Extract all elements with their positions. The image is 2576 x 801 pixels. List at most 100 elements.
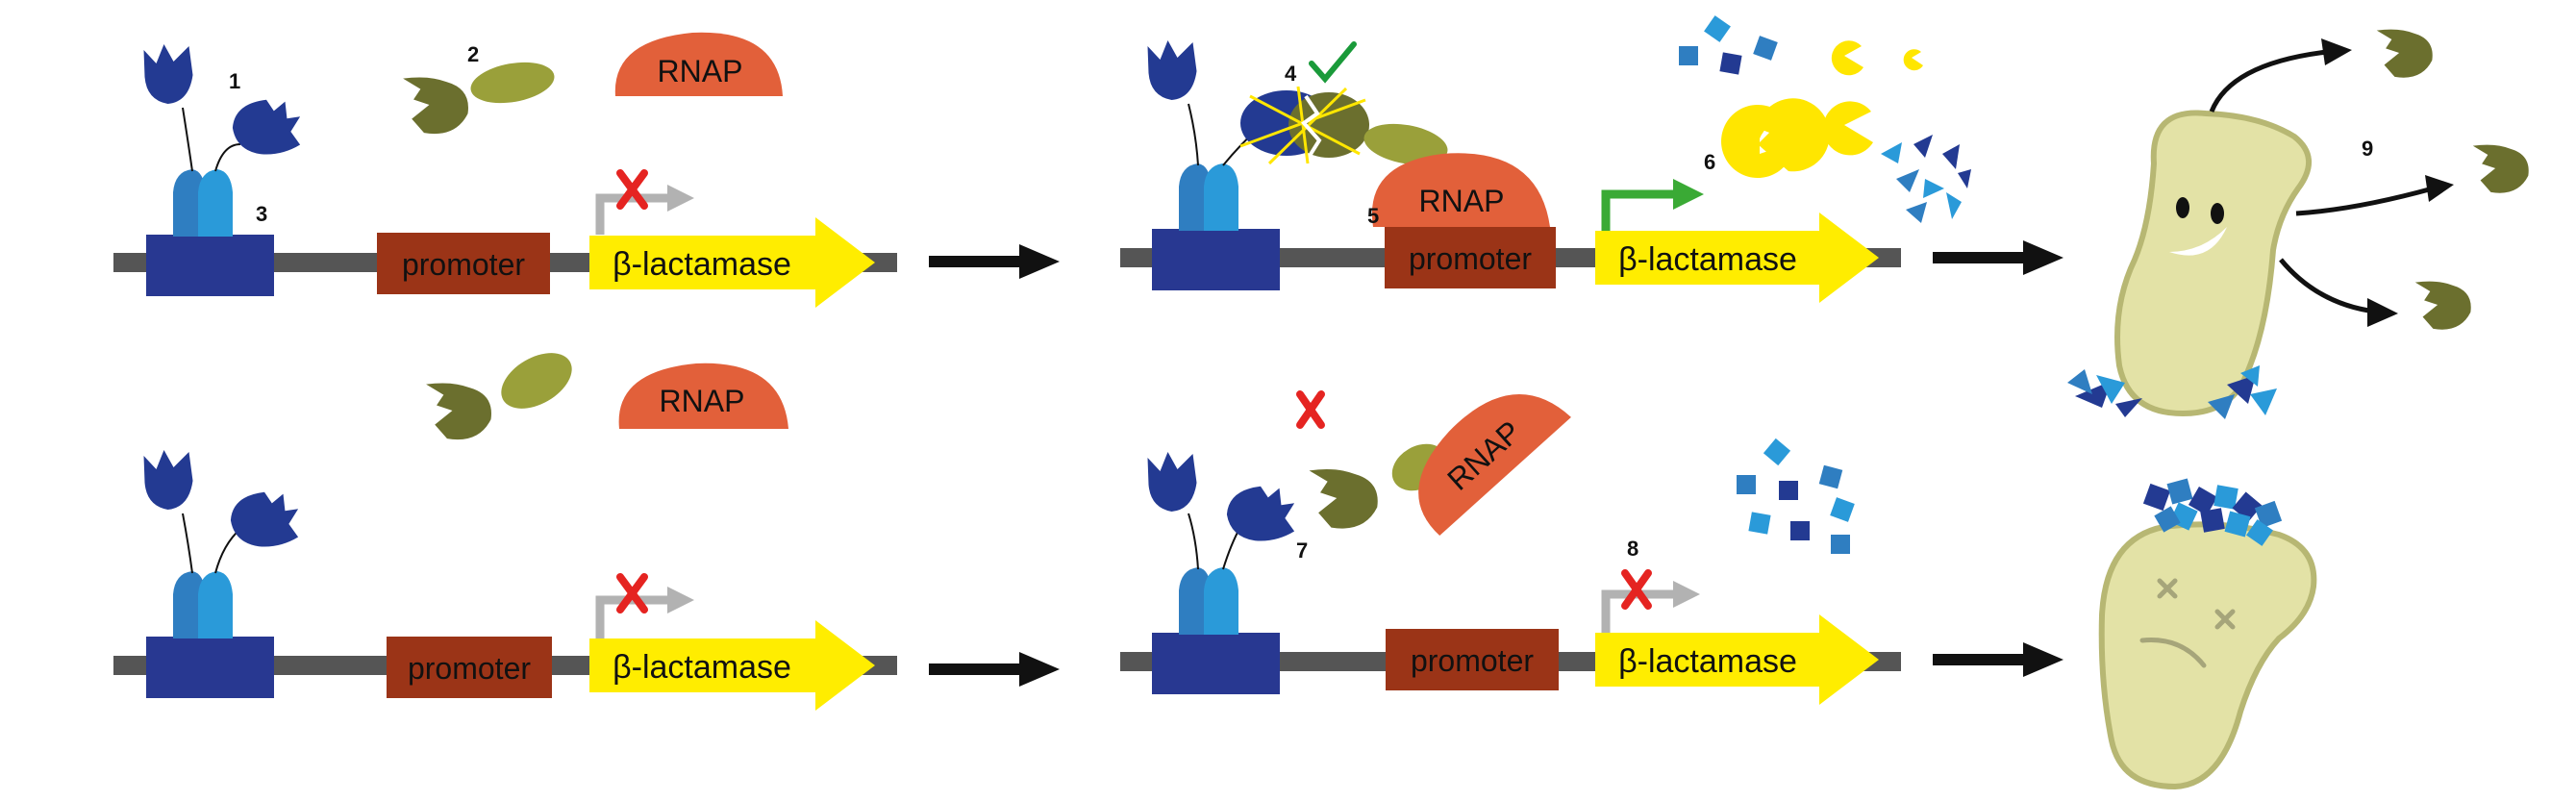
tether-line bbox=[1188, 513, 1199, 570]
tether-line bbox=[214, 143, 241, 172]
ligand-oval bbox=[501, 353, 572, 409]
arrowhead bbox=[2425, 175, 2454, 202]
operator-box bbox=[146, 235, 274, 296]
transcription-arrowhead bbox=[667, 587, 694, 613]
rnap-shape bbox=[614, 32, 783, 96]
label-1: 1 bbox=[229, 69, 240, 93]
degraded-fragments bbox=[2067, 365, 2277, 419]
label-6: 6 bbox=[1704, 150, 1715, 174]
receptor-tulip-icon bbox=[143, 44, 193, 104]
pacman-enzyme bbox=[1823, 101, 1873, 156]
operator-box bbox=[1152, 229, 1280, 290]
receptor-notched-icon bbox=[232, 99, 301, 155]
receptor-dimer-right bbox=[1204, 163, 1238, 231]
receptor-dimer-right bbox=[1204, 567, 1238, 635]
rnap-shape bbox=[1418, 394, 1571, 536]
check-icon bbox=[1309, 41, 1357, 84]
gene-arrow bbox=[1595, 614, 1879, 705]
promoter-box bbox=[1386, 629, 1559, 690]
promoter-label: promoter bbox=[402, 247, 525, 282]
flow-arrow-icon bbox=[1933, 240, 2063, 275]
label-9: 9 bbox=[2362, 137, 2373, 161]
gene-arrow bbox=[1595, 213, 1879, 303]
transcription-arrow-inactive bbox=[595, 595, 671, 638]
transcription-arrowhead bbox=[1673, 179, 1704, 210]
receptor-tulip-icon bbox=[1147, 40, 1197, 100]
cross-icon bbox=[1621, 569, 1652, 610]
panel-bottom-right bbox=[2098, 478, 2317, 790]
transcription-arrowhead bbox=[667, 185, 694, 212]
rnap-label: RNAP bbox=[1419, 184, 1505, 218]
ligand-head-icon bbox=[426, 383, 491, 440]
transcription-arrow-inactive bbox=[595, 193, 671, 235]
cross-icon bbox=[616, 573, 648, 613]
transcription-arrow-active bbox=[1601, 189, 1677, 231]
promoter-box bbox=[387, 637, 552, 698]
exported-ligand-icon bbox=[2414, 281, 2471, 330]
transcription-arrowhead bbox=[1673, 581, 1700, 608]
label-8: 8 bbox=[1627, 537, 1638, 561]
promoter-label: promoter bbox=[408, 651, 531, 686]
receptor-dimer-left bbox=[1179, 567, 1212, 635]
gene-label: β-lactamase bbox=[1618, 241, 1797, 278]
antibiotic-squares bbox=[1679, 15, 1778, 75]
pacman-enzyme bbox=[1903, 49, 1923, 71]
gene-arrow bbox=[589, 217, 875, 308]
gene-label: β-lactamase bbox=[613, 246, 791, 283]
gene-label: β-lactamase bbox=[1618, 643, 1797, 680]
receptor-dimer-left bbox=[1179, 163, 1212, 231]
exported-ligand-icon bbox=[2472, 144, 2529, 193]
pacman-enzyme bbox=[1756, 98, 1830, 172]
receptor-dimer-left bbox=[173, 571, 206, 638]
flow-arrow-icon bbox=[929, 652, 1060, 687]
ligand-head-icon bbox=[403, 77, 468, 135]
label-2: 2 bbox=[467, 42, 479, 66]
receptor-tulip-icon bbox=[1147, 452, 1197, 512]
tether-line bbox=[1188, 103, 1199, 166]
arrowhead bbox=[2367, 298, 2398, 327]
degraded-fragments bbox=[1881, 135, 1971, 223]
promoter-box bbox=[377, 233, 550, 294]
receptor-dimer-right bbox=[198, 169, 233, 237]
gene-arrow bbox=[589, 620, 875, 711]
binding-interface bbox=[1301, 94, 1322, 158]
antibiotic-squares bbox=[2142, 478, 2283, 546]
flow-arrow-icon bbox=[1933, 642, 2063, 677]
dead-cell bbox=[2098, 521, 2317, 790]
ligand-oval bbox=[470, 62, 555, 104]
receptor-notched-icon bbox=[230, 491, 299, 547]
tether-line bbox=[182, 513, 193, 574]
cell-face bbox=[2169, 197, 2227, 256]
rnap-label: RNAP bbox=[658, 54, 743, 88]
arrowhead bbox=[2321, 38, 2352, 65]
rnap-label: RNAP bbox=[660, 384, 745, 418]
label-5: 5 bbox=[1367, 204, 1379, 228]
ligand-head-icon bbox=[1309, 469, 1378, 529]
rnap-shape bbox=[618, 363, 788, 429]
tether-line bbox=[214, 528, 241, 574]
panel-top-right: 9 bbox=[2067, 29, 2529, 419]
rnap-shape bbox=[1371, 153, 1550, 227]
promoter-label: promoter bbox=[1409, 241, 1532, 276]
antibiotic-squares bbox=[1737, 438, 1855, 554]
exported-ligand-icon bbox=[2376, 29, 2433, 78]
ligand-bound bbox=[1288, 92, 1369, 158]
transcription-arrow-inactive bbox=[1601, 589, 1677, 633]
pacman-enzyme bbox=[1831, 40, 1863, 76]
promoter-box bbox=[1385, 227, 1556, 288]
operator-box bbox=[1152, 633, 1280, 694]
panel-top-left: 1 3 2 RNAP promoter β-lactamase bbox=[113, 32, 897, 308]
promoter-label: promoter bbox=[1411, 643, 1534, 678]
operator-box bbox=[146, 637, 274, 698]
receptor-notched-icon bbox=[1226, 486, 1295, 541]
cross-icon bbox=[1296, 390, 1325, 429]
cross-icon bbox=[616, 169, 648, 210]
label-3: 3 bbox=[256, 202, 267, 226]
tether-line bbox=[182, 107, 193, 172]
label-4: 4 bbox=[1285, 62, 1297, 86]
happy-cell bbox=[2114, 110, 2313, 417]
gene-label: β-lactamase bbox=[613, 649, 791, 686]
label-7: 7 bbox=[1296, 538, 1308, 563]
dead-face bbox=[2139, 578, 2236, 668]
